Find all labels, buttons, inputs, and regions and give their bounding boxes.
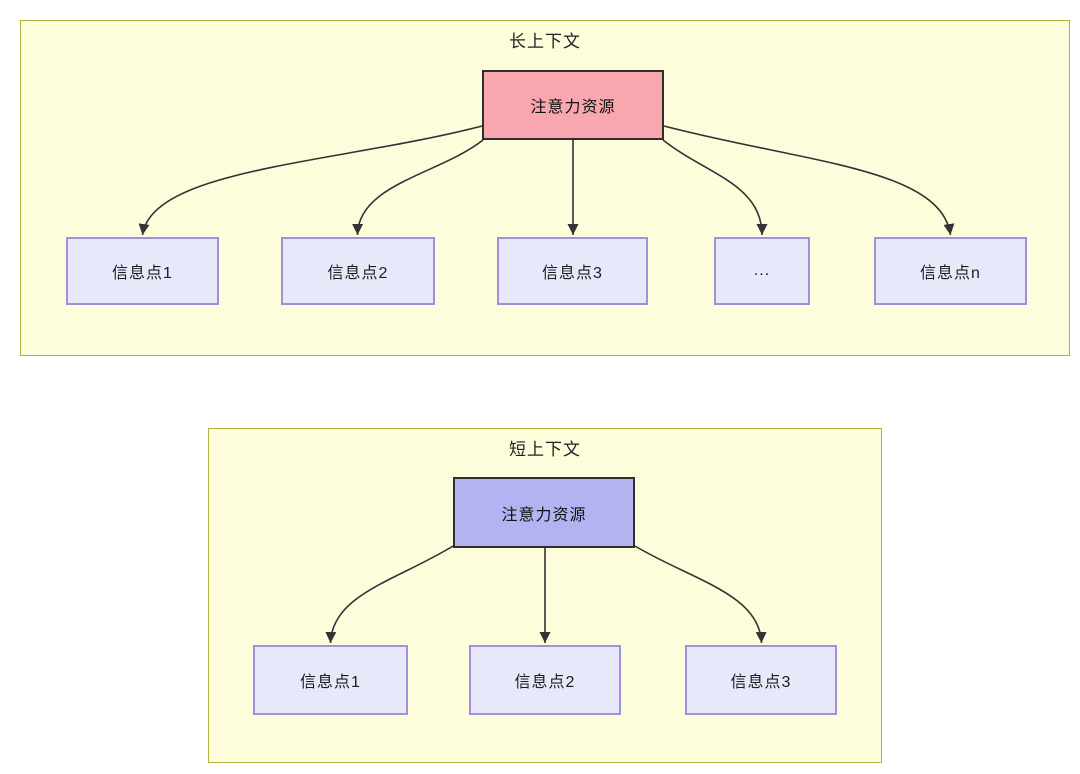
- info-node-long-1: 信息点1: [66, 237, 219, 305]
- info-node-long-n: 信息点n: [874, 237, 1027, 305]
- info-node-short-2: 信息点2: [469, 645, 621, 715]
- attention-node-short: 注意力资源: [453, 477, 635, 548]
- info-node-short-3: 信息点3: [685, 645, 837, 715]
- info-node-short-1: 信息点1: [253, 645, 408, 715]
- attention-node-long: 注意力资源: [482, 70, 664, 140]
- long-context-title: 长上下文: [509, 32, 581, 51]
- short-context-title: 短上下文: [509, 440, 581, 459]
- info-node-long-ellipsis: ...: [714, 237, 810, 305]
- info-node-long-2: 信息点2: [281, 237, 435, 305]
- info-node-long-3: 信息点3: [497, 237, 648, 305]
